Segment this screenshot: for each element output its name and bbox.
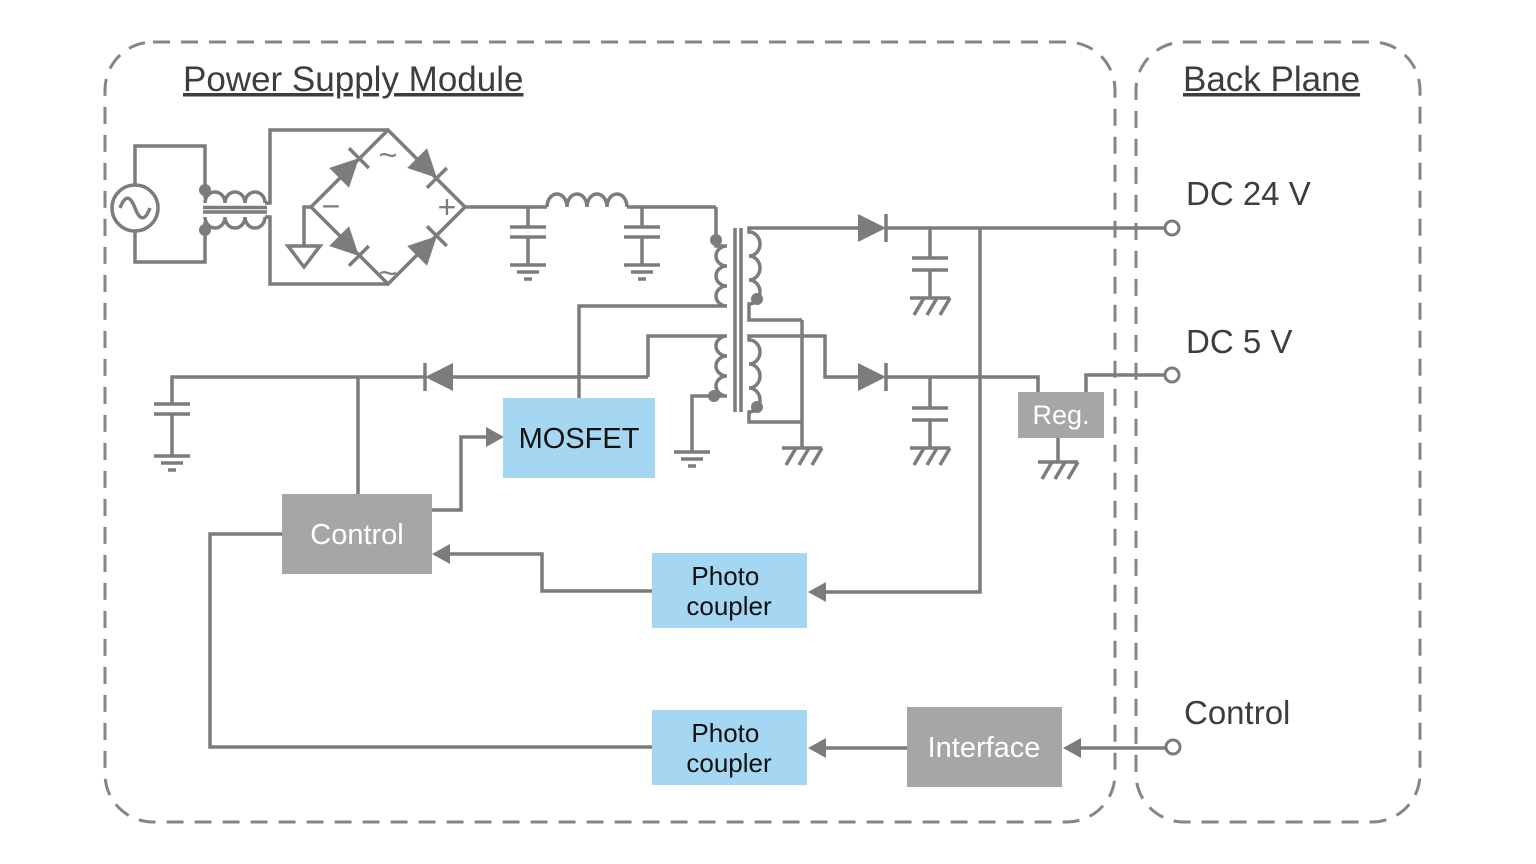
photo-coupler-top-label-line1: Photo bbox=[691, 561, 759, 591]
aux-rail-and-capacitor bbox=[154, 375, 648, 456]
gate-drive-wire bbox=[432, 435, 486, 512]
filter-inductor-symbol bbox=[545, 192, 629, 208]
primary-winding-and-drain-wire bbox=[577, 207, 728, 398]
output-capacitor-5v-symbol bbox=[912, 377, 948, 448]
line-filter-choke-symbol bbox=[199, 128, 388, 286]
control-signal-label: Control bbox=[1184, 694, 1290, 731]
photo-coupler-top-label-line2: coupler bbox=[686, 591, 772, 621]
mosfet-box bbox=[503, 398, 655, 478]
interface-block: Interface bbox=[907, 707, 1062, 787]
bridge-plus-symbol: + bbox=[438, 189, 457, 225]
arrow-into-mosfet-icon bbox=[486, 427, 504, 447]
mosfet-label: MOSFET bbox=[519, 423, 640, 455]
choke-top-phase-dot bbox=[199, 184, 211, 196]
chassis-ground-icon bbox=[780, 446, 824, 467]
secondary-24v-phase-dot bbox=[751, 293, 763, 305]
feedback-to-control-wire bbox=[450, 552, 652, 593]
dc5-label: DC 5 V bbox=[1186, 323, 1292, 360]
output-capacitor-24v-symbol bbox=[912, 228, 948, 298]
regulator-label: Reg. bbox=[1032, 400, 1089, 430]
lc-filter bbox=[465, 192, 716, 281]
ac-sine-wave-icon bbox=[118, 196, 152, 220]
earth-ground-icon bbox=[152, 454, 192, 472]
flyback-transformer-symbol bbox=[577, 207, 858, 468]
auxiliary-phase-dot bbox=[708, 390, 720, 402]
bridge-rectifier-symbol: ~ ~ − + bbox=[284, 127, 468, 291]
choke-bottom-winding bbox=[203, 216, 267, 230]
photo-coupler-top-label: Photo coupler bbox=[686, 561, 772, 621]
choke-core bbox=[203, 205, 267, 214]
bridge-ac-top-symbol: ~ bbox=[379, 137, 398, 173]
arrow-into-photo-coupler-top-icon bbox=[808, 582, 826, 602]
regulator-output-wire bbox=[1084, 373, 1165, 392]
dc24-terminal bbox=[1163, 219, 1181, 237]
earth-ground-icon bbox=[672, 450, 712, 468]
earth-ground-icon bbox=[622, 263, 662, 281]
photo-coupler-bottom-label-line2: coupler bbox=[686, 748, 772, 778]
transformer-core bbox=[733, 228, 743, 412]
photo-coupler-top-box bbox=[652, 553, 807, 628]
control-label: Control bbox=[310, 519, 404, 551]
control-terminal bbox=[1164, 738, 1182, 756]
dc5-rail-wire bbox=[886, 375, 1040, 392]
primary-phase-dot bbox=[710, 234, 722, 246]
choke-top-winding bbox=[203, 190, 267, 204]
photo-coupler-bottom-label-line1: Photo bbox=[691, 718, 759, 748]
feedback-wire bbox=[826, 228, 982, 594]
ac-input-wires bbox=[133, 144, 207, 264]
bridge-minus-symbol: − bbox=[322, 188, 341, 224]
arrow-into-interface-icon bbox=[1063, 738, 1081, 758]
dc24-output-rail bbox=[856, 212, 1181, 317]
regulator-box bbox=[1018, 392, 1104, 438]
dc24-label: DC 24 V bbox=[1186, 175, 1311, 212]
chassis-ground-icon bbox=[908, 446, 952, 467]
back-plane-border bbox=[1134, 40, 1422, 824]
photo-coupler-bottom-label: Photo coupler bbox=[686, 718, 772, 778]
bridge-ground-wire bbox=[302, 205, 311, 246]
dc5-output-rail bbox=[856, 361, 1181, 481]
chassis-ground-icon bbox=[908, 296, 952, 317]
arrow-into-control-right-icon bbox=[432, 544, 450, 564]
rectifier-diode-5v-icon bbox=[856, 361, 888, 393]
rectifier-diode-24v-icon bbox=[856, 212, 888, 244]
auxiliary-winding bbox=[646, 334, 728, 452]
interface-box bbox=[907, 707, 1062, 787]
control-signal-loop-wire bbox=[208, 532, 652, 749]
mosfet-block: MOSFET bbox=[503, 398, 655, 478]
power-supply-module-border bbox=[103, 40, 1117, 824]
secondary-winding-24v bbox=[747, 226, 858, 322]
power-supply-module-panel: Power Supply Module bbox=[103, 40, 1117, 824]
control-block: Control bbox=[282, 494, 432, 574]
choke-bottom-phase-dot bbox=[199, 224, 211, 236]
photo-coupler-top-block: Photo coupler bbox=[652, 553, 807, 628]
filter-capacitor-2-symbol bbox=[624, 207, 660, 265]
bridge-diamond bbox=[308, 127, 468, 287]
secondary-5v-phase-dot bbox=[751, 401, 763, 413]
arrow-into-photo-coupler-bottom-icon bbox=[808, 738, 826, 758]
photo-coupler-bottom-block: Photo coupler bbox=[652, 710, 807, 785]
control-box bbox=[282, 494, 432, 574]
chassis-ground-icon bbox=[1036, 460, 1080, 481]
photo-coupler-bottom-box bbox=[652, 710, 807, 785]
interface-label: Interface bbox=[928, 732, 1041, 764]
earth-ground-icon bbox=[508, 263, 548, 281]
filter-capacitor-1-symbol bbox=[510, 207, 546, 265]
aux-diode-icon bbox=[423, 361, 455, 393]
control-supply-rail bbox=[152, 361, 648, 494]
choke-to-bridge-wires bbox=[265, 128, 388, 286]
bridge-ac-bottom-symbol: ~ bbox=[379, 255, 398, 291]
dc5-terminal bbox=[1163, 366, 1181, 384]
back-plane-panel: Back Plane bbox=[1134, 40, 1422, 824]
back-plane-title: Back Plane bbox=[1183, 60, 1360, 99]
power-supply-module-title: Power Supply Module bbox=[183, 60, 523, 99]
ac-source-symbol bbox=[110, 144, 207, 264]
regulator-block: Reg. bbox=[1018, 392, 1104, 438]
protective-earth-triangle-icon bbox=[284, 244, 324, 270]
